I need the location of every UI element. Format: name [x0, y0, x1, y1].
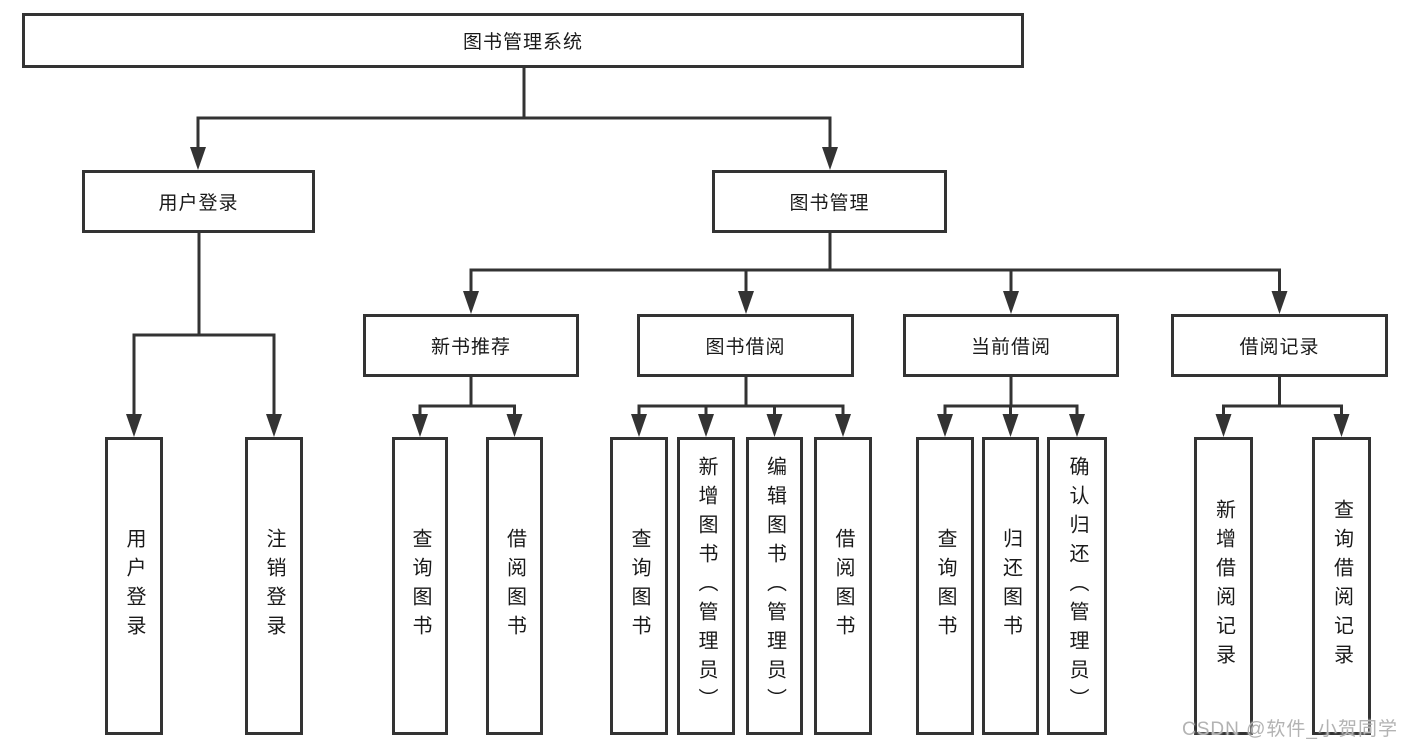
node-new-book-recommendation: 新书推荐	[363, 314, 579, 377]
node-confirm-return-admin: 确认归还（管理员）	[1047, 437, 1107, 735]
node-current-borrowing: 当前借阅	[903, 314, 1119, 377]
node-book-borrowing: 图书借阅	[637, 314, 854, 377]
node-logout-leaf: 注销登录	[245, 437, 303, 735]
node-user-login-leaf: 用户登录	[105, 437, 163, 735]
node-query-books-under-borrowing: 查询图书	[610, 437, 668, 735]
node-query-borrow-record: 查询借阅记录	[1312, 437, 1371, 735]
node-return-books: 归还图书	[982, 437, 1039, 735]
node-borrow-books-under-recommendation: 借阅图书	[486, 437, 543, 735]
node-add-books-admin: 新增图书（管理员）	[677, 437, 735, 735]
node-borrowing-records: 借阅记录	[1171, 314, 1388, 377]
node-book-management-branch: 图书管理	[712, 170, 947, 233]
arrowhead-icons	[126, 147, 1350, 437]
node-user-login-branch: 用户登录	[82, 170, 315, 233]
node-query-books-under-current: 查询图书	[916, 437, 974, 735]
node-library-management-system: 图书管理系统	[22, 13, 1024, 68]
node-borrow-books-leaf: 借阅图书	[814, 437, 872, 735]
watermark: CSDN @软件_小贺同学	[1182, 719, 1398, 740]
node-add-borrow-record: 新增借阅记录	[1194, 437, 1253, 735]
node-query-books-under-recommendation: 查询图书	[392, 437, 448, 735]
node-edit-books-admin: 编辑图书（管理员）	[746, 437, 803, 735]
